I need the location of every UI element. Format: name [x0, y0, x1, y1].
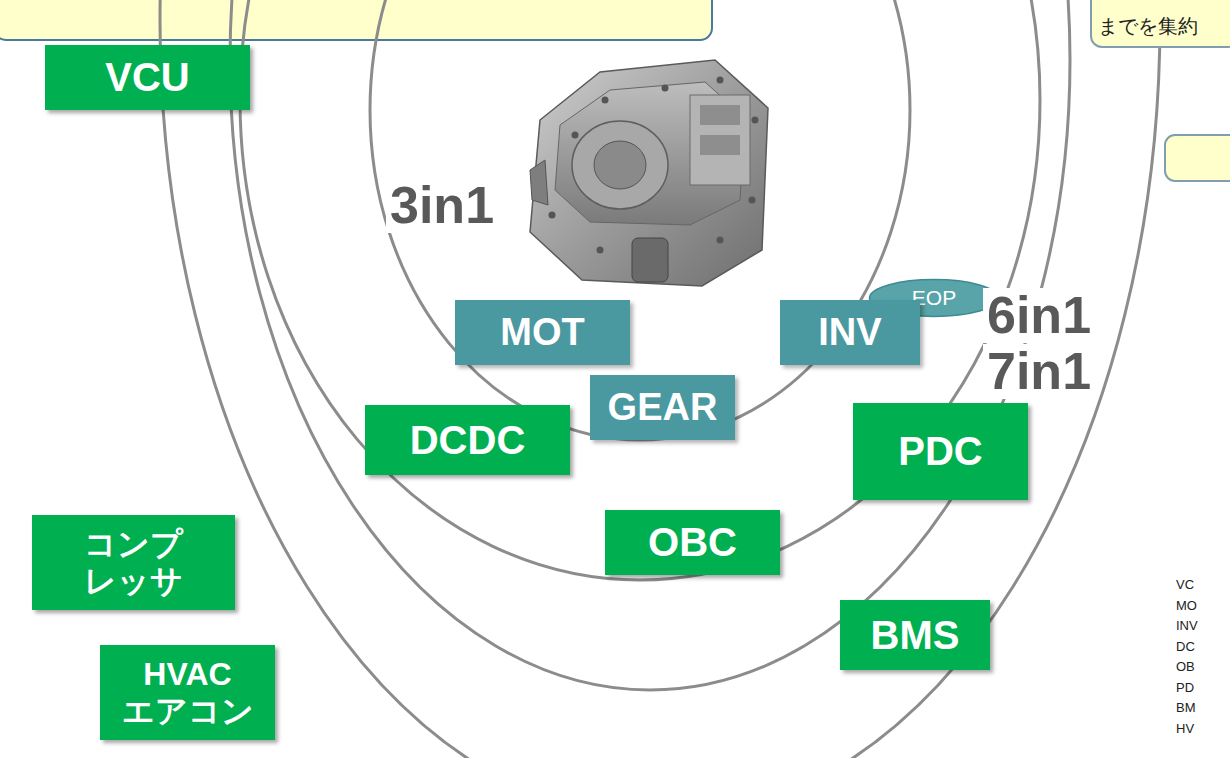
callout-box: までを集約 [1090, 0, 1230, 48]
box-text: PDC [898, 429, 982, 474]
legend-abbrev: PD [1176, 681, 1194, 695]
legend-abbrev: INV [1176, 619, 1198, 633]
legend-abbrev: VC [1176, 578, 1194, 592]
legend-abbrev: HV [1176, 722, 1194, 736]
note-box [1165, 135, 1230, 181]
box-text: GEAR [608, 386, 718, 429]
unit-box: PDC [853, 403, 1028, 500]
box-text: BMS [871, 613, 960, 658]
legend-abbrev: DC [1176, 640, 1195, 654]
e-axle-illustration [530, 60, 768, 286]
scope-label: 3in1 [386, 178, 498, 233]
unit-box: HVAC エアコン [100, 645, 275, 740]
note-box [0, 0, 712, 40]
box-text: INV [818, 311, 881, 354]
box-text: コンプ レッサ [84, 526, 183, 600]
unit-box: OBC [605, 510, 780, 575]
box-text: DCDC [410, 418, 526, 463]
scope-label: 6in1 [983, 288, 1095, 343]
core-box: GEAR [590, 375, 735, 440]
core-box: MOT [455, 300, 630, 365]
legend-abbrev: OB [1176, 660, 1195, 674]
unit-box: BMS [840, 600, 990, 670]
legend-abbrev: MO [1176, 599, 1197, 613]
box-text: VCU [105, 55, 189, 100]
box-text: OBC [648, 520, 737, 565]
core-box: INV [780, 300, 920, 365]
unit-box: VCU [45, 45, 250, 110]
legend-abbrev: BM [1176, 701, 1196, 715]
box-text: HVAC エアコン [122, 656, 254, 730]
scope-label: 7in1 [983, 344, 1095, 399]
box-text: までを集約 [1098, 13, 1198, 40]
scope-rings [160, 0, 1160, 758]
box-text: MOT [500, 311, 584, 354]
unit-box: コンプ レッサ [32, 515, 235, 610]
unit-box: DCDC [365, 405, 570, 475]
